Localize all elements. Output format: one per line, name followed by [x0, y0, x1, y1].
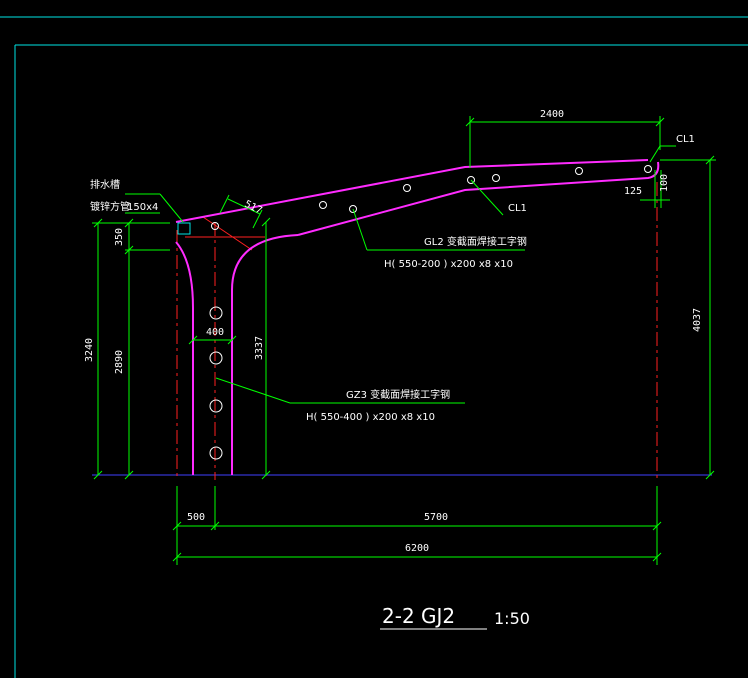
dim-bottom-total: 6200	[405, 543, 429, 554]
dim-right-drop: 100	[659, 174, 670, 192]
beam-bolt-holes	[211, 165, 652, 230]
beam-gl2-bottom-flange	[297, 161, 660, 236]
label-cl1-top: CL1	[676, 134, 695, 145]
column-gz3-right-flange	[231, 234, 299, 475]
haunch-construction-line	[202, 216, 253, 251]
bolt-hole	[349, 205, 357, 213]
bolt-hole	[209, 399, 223, 413]
dim-left-lower: 2890	[114, 350, 125, 374]
bolt-hole	[492, 174, 500, 182]
bolt-hole	[575, 167, 583, 175]
beam-gl2-top-flange	[175, 159, 649, 223]
dim-bottom-mid: 5700	[424, 512, 448, 523]
gutter-square	[177, 222, 191, 235]
drawing-title: 2-2 GJ2	[382, 604, 455, 628]
dim-left-upper: 350	[114, 228, 125, 246]
label-gutter-size: 150x4	[127, 202, 158, 213]
label-gutter-line1: 排水槽	[90, 178, 120, 191]
bolt-hole	[209, 446, 223, 460]
dim-column-width: 400	[206, 327, 224, 338]
label-gz3-spec: H( 550-400 ) x200 x8 x10	[306, 412, 435, 423]
bolt-hole	[211, 222, 219, 230]
dim-top-span: 2400	[540, 109, 564, 120]
drawing-scale: 1:50	[494, 609, 530, 628]
bolt-hole	[644, 165, 652, 173]
dim-bottom-left: 500	[187, 512, 205, 523]
label-cl1-mid: CL1	[508, 203, 527, 214]
dim-right-offset: 125	[624, 186, 642, 197]
bolt-hole	[209, 351, 223, 365]
dim-left-total: 3240	[84, 338, 95, 362]
column-gz3-left-flange	[175, 241, 194, 475]
label-gl2-name: GL2 变截面焊接工字钢	[424, 235, 527, 248]
dimension-lines	[92, 116, 716, 565]
label-gutter-line2: 镀锌方管	[90, 200, 130, 213]
bolt-hole	[403, 184, 411, 192]
label-gz3-name: GZ3 变截面焊接工字钢	[346, 388, 450, 401]
bolt-hole	[319, 201, 327, 209]
label-gl2-spec: H( 550-200 ) x200 x8 x10	[384, 259, 513, 270]
column-bolt-holes	[209, 306, 223, 460]
dim-column-height: 3337	[254, 336, 265, 360]
bolt-hole	[467, 176, 475, 184]
bolt-hole	[209, 306, 223, 320]
dim-right-height: 4037	[692, 308, 703, 332]
